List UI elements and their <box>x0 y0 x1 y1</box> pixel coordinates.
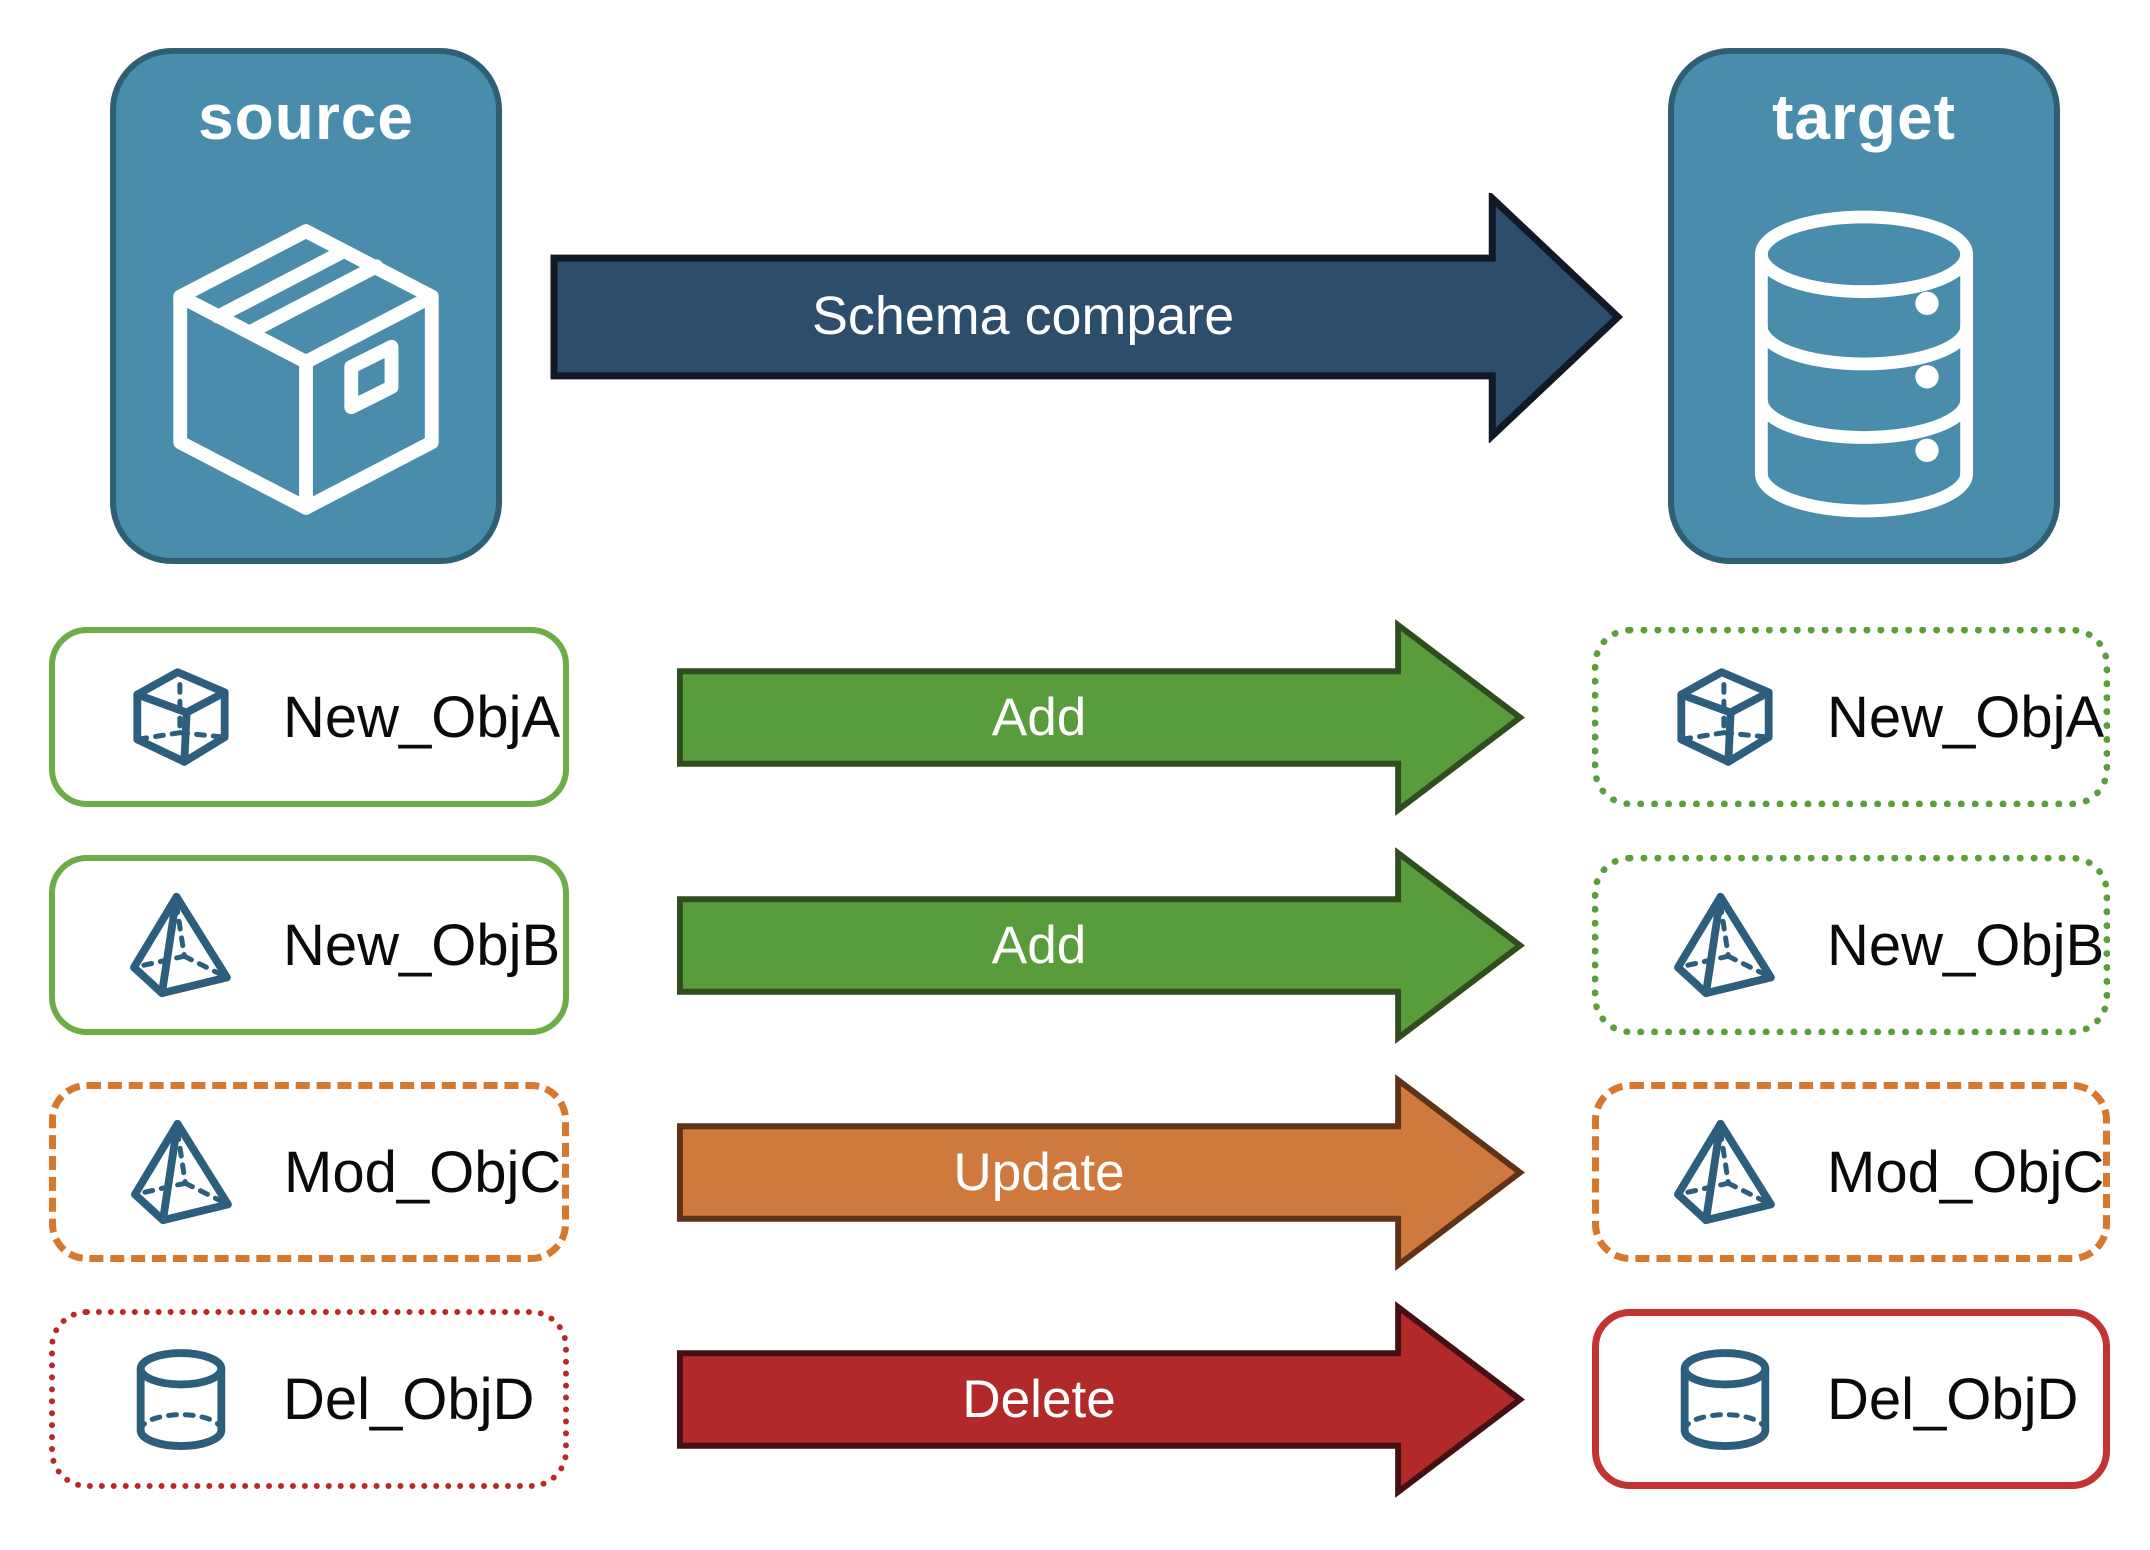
delete-arrow-row4: Delete <box>676 1301 1525 1498</box>
schema-compare-arrow: Schema compare <box>550 193 1624 443</box>
item-label: Del_ObjD <box>283 1366 535 1432</box>
item-label: New_ObjA <box>283 684 561 750</box>
cube-icon <box>1677 668 1773 766</box>
database-icon <box>1754 210 1974 518</box>
pyramid-icon <box>131 1119 232 1225</box>
package-icon <box>173 224 439 515</box>
cube-icon <box>133 668 229 766</box>
cylinder-icon <box>136 1349 226 1450</box>
target-item-new-obja: New_ObjA <box>1592 627 2110 807</box>
target-item-new-objb: New_ObjB <box>1592 855 2110 1035</box>
pyramid-icon <box>130 892 231 998</box>
item-label: New_ObjB <box>1827 912 2105 978</box>
schema-compare-label: Schema compare <box>812 286 1234 346</box>
add-arrow-label: Add <box>992 916 1086 975</box>
target-title: target <box>1772 81 1956 153</box>
item-label: Mod_ObjC <box>1827 1139 2105 1205</box>
source-item-del-objd: Del_ObjD <box>49 1309 569 1489</box>
target-node: target <box>1668 48 2060 564</box>
target-item-mod-objc: Mod_ObjC <box>1592 1082 2110 1262</box>
update-arrow-label: Update <box>953 1143 1124 1202</box>
cylinder-icon <box>1680 1349 1770 1450</box>
add-arrow-row1: Add <box>676 619 1525 816</box>
add-arrow-row2: Add <box>676 847 1525 1044</box>
source-item-mod-objc: Mod_ObjC <box>49 1082 569 1262</box>
item-label: Del_ObjD <box>1827 1366 2079 1432</box>
update-arrow-row3: Update <box>676 1074 1525 1271</box>
item-label: New_ObjB <box>283 912 561 978</box>
item-label: New_ObjA <box>1827 684 2105 750</box>
source-item-new-obja: New_ObjA <box>49 627 569 807</box>
delete-arrow-label: Delete <box>962 1370 1116 1429</box>
item-label: Mod_ObjC <box>284 1139 562 1205</box>
source-item-new-objb: New_ObjB <box>49 855 569 1035</box>
pyramid-icon <box>1674 892 1775 998</box>
source-node: source <box>110 48 502 564</box>
target-item-del-objd: Del_ObjD <box>1592 1309 2110 1489</box>
add-arrow-label: Add <box>992 688 1086 747</box>
source-title: source <box>198 81 414 153</box>
pyramid-icon <box>1674 1119 1775 1225</box>
